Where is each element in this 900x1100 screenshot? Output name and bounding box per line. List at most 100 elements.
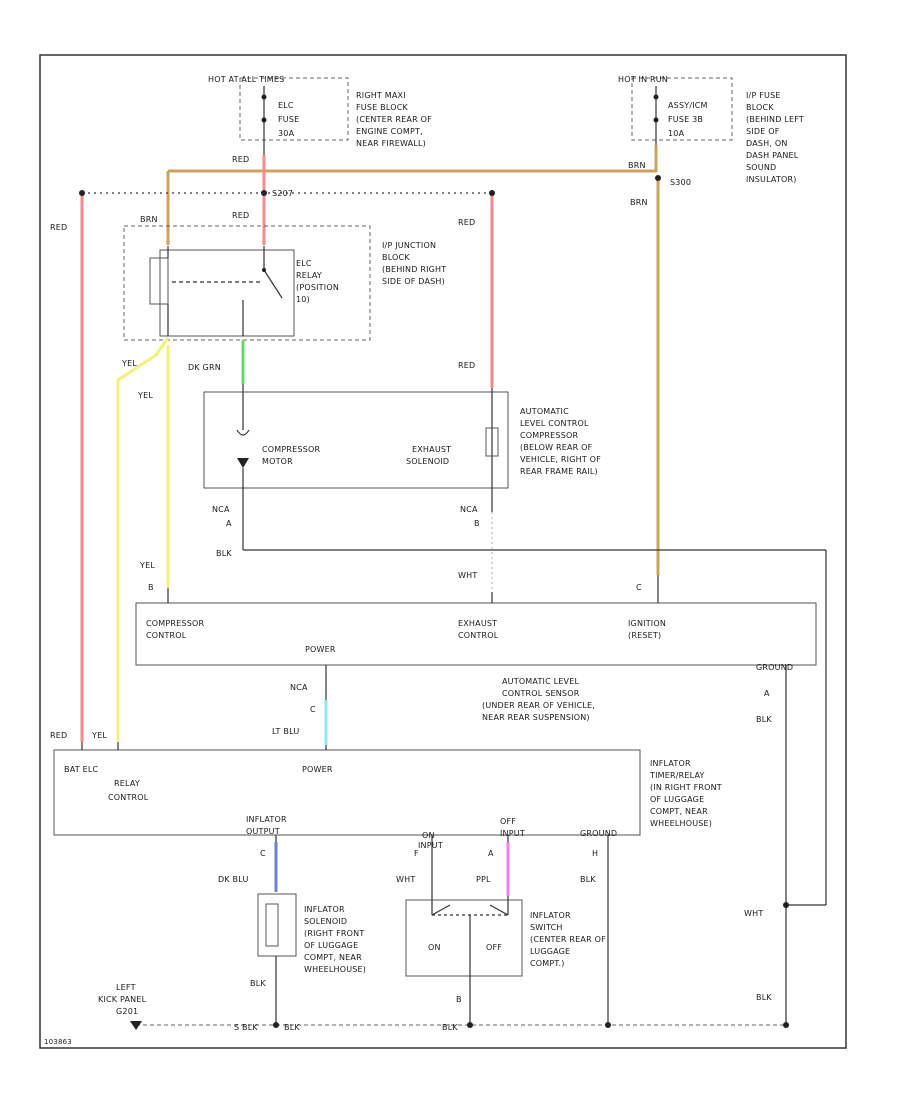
fuse-right-desc-1: I/P FUSE [746,91,781,100]
label-yel-relay: YEL [121,359,137,368]
relay-label-1: ELC [296,259,312,268]
sensor-exhaust-1: EXHAUST [458,619,497,628]
footer-code: 103863 [44,1038,72,1046]
fuse-right-line-1: ASSY/ICM [668,101,708,110]
fuse-right-desc-3: (BEHIND LEFT [746,115,804,124]
switch-desc-5: COMPT.) [530,959,565,968]
compressor-desc-4: (BELOW REAR OF [520,443,593,452]
sensor-power: POWER [305,645,336,654]
fuse-left-desc-4: ENGINE COMPT, [356,127,423,136]
fuse-block-left: HOT AT ALL TIMES ELC FUSE 30A RIGHT MAXI… [208,75,432,148]
label-nca-power: NCA [290,683,308,692]
fuse-left-header: HOT AT ALL TIMES [208,75,284,84]
sensor-pin-a: A [764,689,770,698]
timer-desc-1: INFLATOR [650,759,691,768]
fuse-left-line-1: ELC [278,101,294,110]
fuse-right-header: HOT IN RUN [618,75,668,84]
label-blk-comp: BLK [216,549,232,558]
label-brn-top: BRN [628,161,646,170]
elc-relay: I/P JUNCTION BLOCK (BEHIND RIGHT SIDE OF… [123,225,446,341]
timer-pin-a: A [488,849,494,858]
yellow-wire [116,337,170,742]
label-wht-on: WHT [396,875,415,884]
compressor-pin-b: B [474,519,480,528]
label-blk-right-bottom: BLK [756,993,772,1002]
relay-desc-2: BLOCK [382,253,410,262]
sensor-exhaust-2: CONTROL [458,631,499,640]
sensor-desc-1: AUTOMATIC LEVEL [502,677,579,686]
sensor-ignition-1: IGNITION [628,619,666,628]
fuse-left-line-2: FUSE [278,115,299,124]
timer-desc-3: (IN RIGHT FRONT [650,783,722,792]
sensor-desc-4: NEAR REAR SUSPENSION) [482,713,590,722]
label-brn-relay: BRN [140,215,158,224]
sensor-desc-2: CONTROL SENSOR [502,689,580,698]
label-yel-sensor: YEL [139,561,155,570]
timer-pin-h: H [592,849,598,858]
sensor-compressor-1: COMPRESSOR [146,619,204,628]
fuse-left-desc-5: NEAR FIREWALL) [356,139,426,148]
solenoid-desc-1: INFLATOR [304,905,345,914]
inflator-timer-relay: BAT ELC RELAY CONTROL POWER INFLATOR TIM… [53,749,722,836]
fuse-right-line-2: FUSE 3B [668,115,703,124]
fuse-left-desc-2: FUSE BLOCK [356,103,408,112]
sensor-pin-b: B [148,583,154,592]
timer-desc-4: OF LUGGAGE [650,795,704,804]
relay-desc-3: (BEHIND RIGHT [382,265,446,274]
switch-desc-4: LUGGAGE [530,947,570,956]
label-red-left-bottom: RED [50,731,67,740]
timer-on-input-2: INPUT [418,841,443,850]
label-dk-grn: DK GRN [188,363,221,372]
compressor-motor-1: COMPRESSOR [262,445,320,454]
compressor-motor-2: MOTOR [262,457,293,466]
level-control-sensor: B C WHT COMPRESSOR CONTROL EXHAUST CONTR… [135,571,817,722]
timer-pin-f: F [414,849,419,858]
solenoid-desc-4: OF LUGGAGE [304,941,358,950]
label-blk-timer: BLK [580,875,596,884]
timer-on-input-1: ON [422,831,435,840]
sensor-desc-3: (UNDER REAR OF VEHICLE, [482,701,595,710]
label-s300: S300 [670,178,691,187]
relay-desc-4: SIDE OF DASH) [382,277,445,286]
label-red-fuse: RED [232,155,249,164]
compressor-pin-a: A [226,519,232,528]
solenoid-desc-5: COMPT, NEAR [304,953,362,962]
timer-power: POWER [302,765,333,774]
timer-inflator-output-1: INFLATOR [246,815,287,824]
label-brn-right: BRN [630,198,648,207]
relay-label-4: 10) [296,295,310,304]
brown-wire [166,145,660,575]
label-blk-sensor: BLK [756,715,772,724]
sensor-pin-c: C [636,583,642,592]
fuse-right-desc-8: INSULATOR) [746,175,797,184]
relay-desc-1: I/P JUNCTION [382,241,436,250]
timer-desc-6: WHEELHOUSE) [650,819,712,828]
timer-off-input-2: INPUT [500,829,525,838]
relay-label-2: RELAY [296,271,322,280]
compressor-desc-5: VEHICLE, RIGHT OF [520,455,601,464]
label-red-comp-b: RED [458,361,475,370]
fuse-left-line-3: 30A [278,129,295,138]
label-red-relay: RED [232,211,249,220]
label-red-comp: RED [458,218,475,227]
diagram-frame [39,54,847,1049]
ground-label-1: LEFT [116,983,136,992]
inflator-switch: ON OFF INFLATOR SWITCH (CENTER REAR OF L… [405,896,606,977]
label-yel-timer: YEL [91,731,107,740]
relay-label-3: (POSITION [296,283,339,292]
compressor-desc-3: COMPRESSOR [520,431,578,440]
timer-relay-control-1: RELAY [114,779,140,788]
label-blk-bus: BLK [284,1023,300,1032]
label-nca-b: NCA [460,505,478,514]
fuse-right-desc-5: DASH, ON [746,139,788,148]
compressor-exhaust-1: EXHAUST [412,445,451,454]
solenoid-desc-2: SOLENOID [304,917,347,926]
fuse-block-right: HOT IN RUN ASSY/ICM FUSE 3B 10A I/P FUSE… [618,75,804,184]
compressor-assembly: COMPRESSOR MOTOR EXHAUST SOLENOID AUTOMA… [203,388,601,512]
switch-desc-1: INFLATOR [530,911,571,920]
switch-off: OFF [486,943,502,952]
switch-desc-2: SWITCH [530,923,563,932]
sensor-compressor-2: CONTROL [146,631,187,640]
label-ppl: PPL [476,875,491,884]
